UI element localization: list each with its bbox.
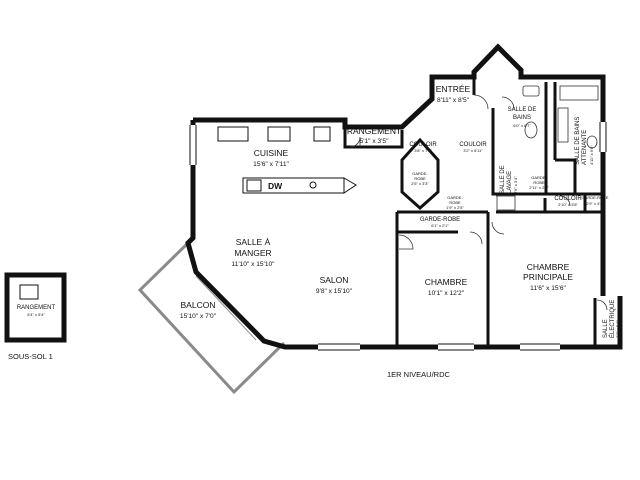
rangement-dims: 5'1" x 3'5" bbox=[360, 138, 389, 145]
garde-robe-right-dims: 2'9" x 4'4" bbox=[586, 201, 604, 206]
garde-robe-mid-dims: 2'11" x 2'1" bbox=[529, 185, 549, 190]
balcon-name: BALCON bbox=[181, 300, 216, 310]
balcony-outline bbox=[137, 241, 286, 395]
rangement-ss-name: RANGEMENT bbox=[17, 305, 56, 311]
garde-robe-right-name: GARDE-ROBE bbox=[582, 195, 609, 200]
entree-name: ENTRÉE bbox=[436, 84, 471, 94]
bathroom-fixtures bbox=[496, 85, 599, 211]
couloir-1-dims: 3'8" x 7'7" bbox=[414, 148, 432, 153]
garde-robe-chambre-dims: 6'1" x 2'1" bbox=[431, 223, 449, 228]
sdb-attenante-dims: 4'11" x 9'0" bbox=[589, 145, 594, 165]
couloir-2-name: COULOIR bbox=[459, 142, 487, 148]
windows bbox=[189, 122, 607, 351]
rangement-name: RANGEMENT bbox=[347, 126, 401, 136]
salle-lavage-name-2: LAVAGE bbox=[507, 171, 513, 194]
level-label: 1ER NIVEAU/RDC bbox=[387, 370, 451, 379]
salon-name: SALON bbox=[320, 275, 349, 285]
salle-electrique-dims: 3'2" x 5'4" bbox=[615, 320, 620, 338]
sdb-name-1: SALLE DE bbox=[508, 107, 537, 113]
garde-robe-mid-name-1: GARDE- bbox=[531, 175, 547, 180]
balcon-dims: 15'10" x 7'0" bbox=[180, 313, 217, 320]
chambre-principale-dims: 11'6" x 15'6" bbox=[530, 285, 566, 292]
garde-robe-tiny-name-2: ROBE bbox=[449, 200, 461, 205]
salle-manger-name-2: MANGER bbox=[234, 248, 271, 258]
chambre-dims: 10'1" x 12'2" bbox=[428, 290, 465, 297]
couloir-3-name: COULOIR bbox=[554, 196, 582, 202]
cuisine-dims: 15'6" x 7'11" bbox=[253, 161, 289, 168]
salle-electrique-name-2: ÉLECTRIQUE bbox=[609, 300, 616, 338]
basement-label: SOUS-SOL 1 bbox=[8, 352, 53, 361]
dishwasher-label: DW bbox=[268, 181, 283, 191]
garde-robe-small-name-2: ROBE bbox=[414, 176, 426, 181]
salle-lavage-dims: 2'9" x 3'4" bbox=[513, 176, 518, 194]
salon-dims: 9'8" x 15'10" bbox=[316, 288, 353, 295]
chambre-principale-name-1: CHAMBRE bbox=[527, 262, 570, 272]
balcony-railing bbox=[195, 275, 257, 341]
salle-electrique-name-1: SALLE bbox=[603, 319, 609, 338]
cuisine-name: CUISINE bbox=[254, 148, 289, 158]
chambre-principale-name-2: PRINCIPALE bbox=[523, 272, 573, 282]
sdb-dims: 6'0" x 8'7" bbox=[513, 123, 531, 128]
room-labels: ENTRÉE 8'11" x 8'5" RANGEMENT 5'1" x 3'5… bbox=[17, 84, 620, 338]
sdb-attenante-name-2: ATTENANTE bbox=[582, 130, 588, 165]
salle-manger-dims: 11'10" x 15'10" bbox=[231, 261, 275, 268]
garde-robe-mid-name-2: ROBE bbox=[533, 180, 545, 185]
chambre-name: CHAMBRE bbox=[425, 277, 468, 287]
couloir-2-dims: 3'2" x 6'11" bbox=[463, 148, 483, 153]
rangement-ss-dims: 5'4" x 5'4" bbox=[27, 312, 45, 317]
garde-robe-tiny-name-1: GARDE- bbox=[447, 195, 463, 200]
couloir-1-name: COULOIR bbox=[409, 142, 437, 148]
entree-dims: 8'11" x 8'5" bbox=[437, 97, 470, 104]
salle-manger-name-1: SALLE À bbox=[236, 237, 271, 247]
sdb-attenante-name-1: SALLE DE BAINS bbox=[575, 117, 581, 165]
garde-robe-small-name-1: GARDE- bbox=[412, 171, 428, 176]
couloir-3-dims: 2'10" x 3'8" bbox=[558, 202, 578, 207]
interior-walls bbox=[343, 77, 620, 349]
kitchen-fixtures bbox=[217, 126, 357, 194]
garde-robe-chambre-name: GARDE-ROBE bbox=[420, 217, 460, 223]
salle-lavage-name-1: SALLE DE bbox=[500, 165, 506, 194]
garde-robe-small-dims: 2'5" x 3'3" bbox=[411, 181, 429, 186]
basement-storage bbox=[4, 272, 67, 343]
garde-robe-tiny-dims: 1'9" x 2'5" bbox=[446, 205, 464, 210]
sdb-name-2: BAINS bbox=[513, 115, 531, 121]
